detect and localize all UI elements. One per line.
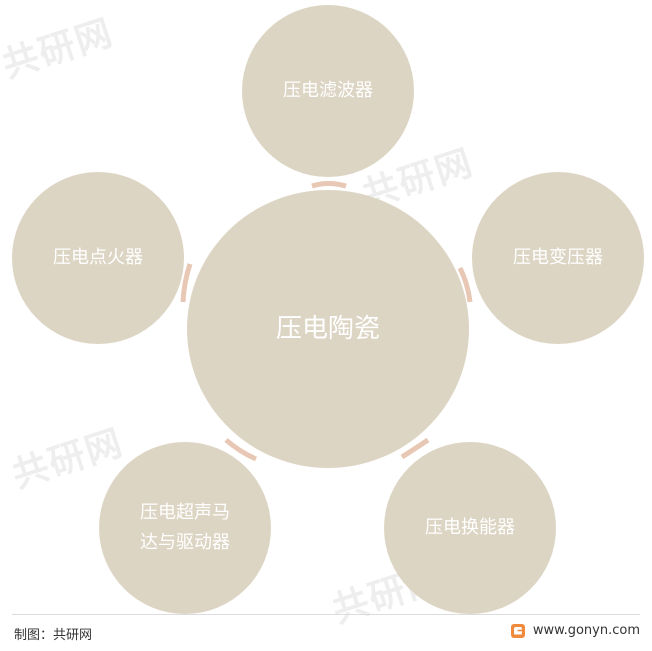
footer-source: 制图：共研网: [14, 628, 93, 643]
node-ultrasonic-motor: 压电超声马 达与驱动器: [99, 442, 271, 614]
connector-left: [180, 263, 193, 303]
center-node-label: 压电陶瓷: [275, 314, 380, 344]
connector-bottom-left: [224, 438, 258, 462]
footer-website: www.gonyn.com: [510, 623, 640, 638]
connector-bottom-right: [400, 437, 430, 460]
node-transducer: 压电换能器: [384, 442, 556, 614]
node-label: 压电变压器: [513, 247, 603, 268]
node-label: 压电点火器: [53, 247, 143, 268]
node-transformer: 压电变压器: [472, 172, 644, 344]
connector-right: [457, 266, 473, 303]
node-filter: 压电滤波器: [242, 5, 414, 177]
logo-icon: [510, 623, 525, 638]
node-label: 压电换能器: [425, 517, 515, 538]
connector-top: [311, 181, 347, 189]
footer-divider: [12, 614, 640, 615]
node-label: 压电滤波器: [283, 80, 373, 101]
website-text: www.gonyn.com: [532, 623, 640, 638]
node-label: 压电超声马 达与驱动器: [140, 502, 230, 553]
node-igniter: 压电点火器: [12, 172, 184, 344]
center-node: 压电陶瓷: [187, 190, 469, 468]
